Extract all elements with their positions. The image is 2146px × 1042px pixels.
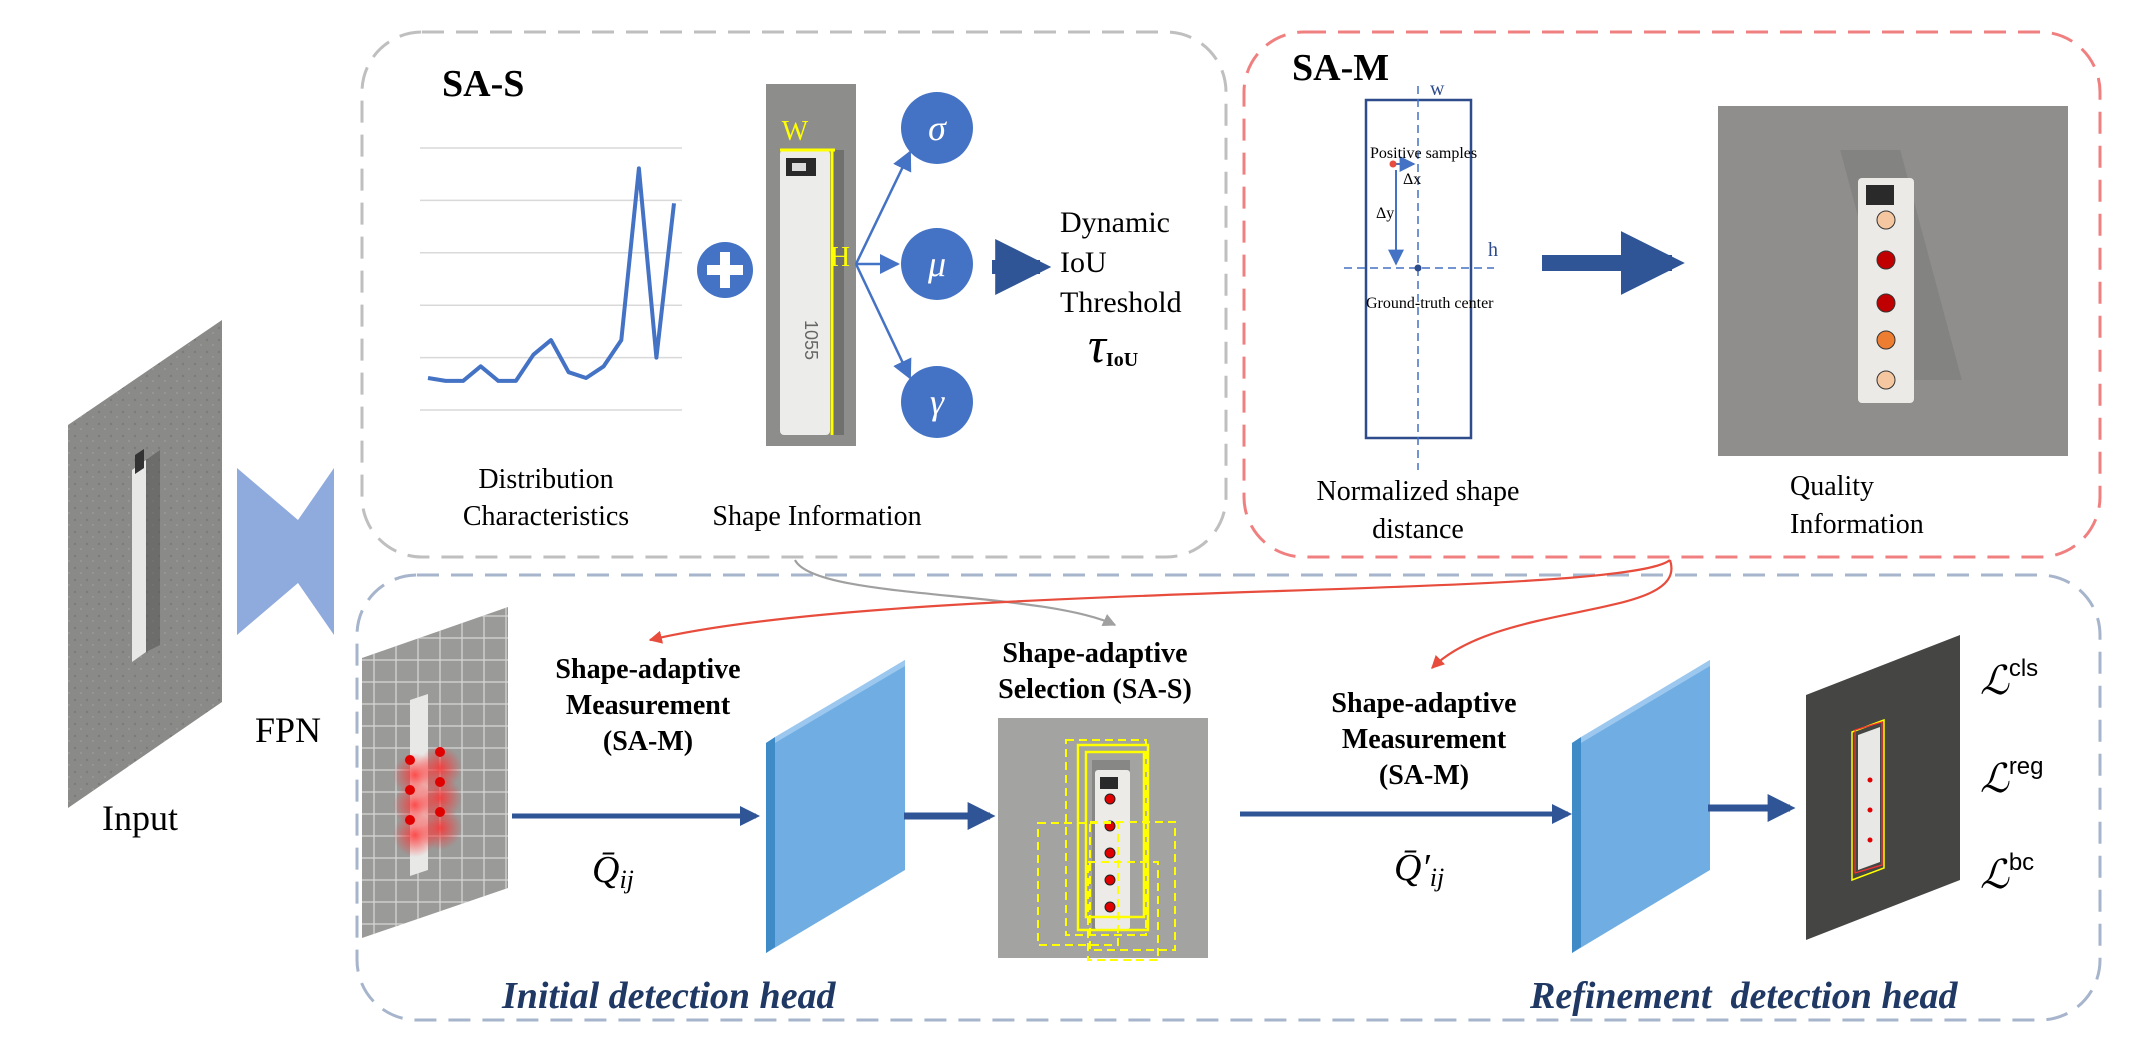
sas-label-line2: Selection (SA-S) bbox=[998, 674, 1192, 705]
initial-feature-map bbox=[766, 660, 905, 953]
loss-reg-main: ℒ bbox=[1980, 756, 2010, 801]
refine-head-label: Refinement detection head bbox=[1529, 975, 1958, 1017]
loss-bc: ℒbc bbox=[1980, 849, 2034, 897]
branch-arrow-sigma bbox=[854, 150, 912, 265]
quality-image bbox=[1718, 106, 2068, 456]
sas-output-line2: IoU bbox=[1060, 246, 1107, 279]
tau-symbol: τ bbox=[1088, 317, 1108, 373]
red-curve-arrow-1 bbox=[648, 559, 1671, 644]
shape-h-label: H bbox=[830, 242, 850, 273]
sam-label-1-line3: (SA-M) bbox=[603, 726, 693, 757]
loss-bc-main: ℒ bbox=[1980, 852, 2010, 897]
loss-cls-main: ℒ bbox=[1980, 658, 2010, 703]
sas-output-line3: Threshold bbox=[1060, 286, 1182, 319]
normalized-box bbox=[1344, 86, 1494, 470]
sam-h-label: h bbox=[1488, 239, 1498, 261]
loss-cls-sup: cls bbox=[2009, 655, 2038, 682]
positive-samples-label: Positive samples bbox=[1370, 145, 1477, 162]
sas-output-line1: Dynamic bbox=[1060, 206, 1170, 239]
selection-image bbox=[998, 718, 1208, 961]
q-bar-prime-sub: ij bbox=[1430, 863, 1444, 892]
input-image bbox=[68, 320, 222, 808]
sas-label-line1: Shape-adaptive bbox=[1002, 638, 1187, 669]
chart-grid bbox=[420, 147, 682, 411]
loss-cls: ℒcls bbox=[1980, 655, 2038, 703]
fpn-label: FPN bbox=[255, 710, 321, 750]
dy-label: Δy bbox=[1376, 205, 1394, 222]
loss-reg-sup: reg bbox=[2009, 753, 2044, 780]
branch-arrow-gamma bbox=[854, 263, 912, 380]
sas-title: SA-S bbox=[442, 63, 524, 105]
q-bar-prime: Q̄′ij bbox=[1394, 847, 1444, 892]
mu-circle bbox=[901, 228, 973, 300]
shape-information-image: 1055 bbox=[766, 84, 856, 446]
input-label: Input bbox=[102, 798, 178, 838]
fpn-shape bbox=[237, 468, 334, 635]
gamma-symbol: γ bbox=[930, 382, 945, 422]
gt-center-label: Ground-truth center bbox=[1366, 295, 1494, 312]
norm-caption-line1: Normalized shape bbox=[1317, 476, 1520, 507]
tau-iou: τIoU bbox=[1088, 317, 1138, 373]
sigma-circle bbox=[901, 92, 973, 164]
shape-info-caption: Shape Information bbox=[712, 501, 921, 532]
q-bar-main: Q̄ bbox=[592, 849, 619, 891]
dist-caption-line2: Characteristics bbox=[463, 501, 629, 532]
sas-panel bbox=[360, 30, 1228, 559]
red-curve-arrow-2 bbox=[1431, 559, 1673, 669]
grid-image bbox=[362, 607, 508, 938]
sam-label-2-line3: (SA-M) bbox=[1379, 760, 1469, 791]
q-bar-prime-main: Q̄′ bbox=[1394, 847, 1430, 889]
gamma-circle bbox=[901, 366, 973, 438]
sam-w-label: w bbox=[1430, 78, 1445, 100]
q-bar-sub: ij bbox=[619, 865, 633, 894]
output-image bbox=[1806, 635, 1960, 940]
quality-caption-line2: Information bbox=[1790, 509, 1924, 540]
sam-label-2-line1: Shape-adaptive bbox=[1331, 688, 1516, 719]
sam-panel bbox=[1242, 30, 2102, 559]
dist-caption-line1: Distribution bbox=[478, 464, 613, 495]
plus-icon bbox=[697, 242, 753, 298]
dx-label: Δx bbox=[1403, 171, 1421, 188]
shape-w-label: W bbox=[782, 116, 809, 147]
loss-reg: ℒreg bbox=[1980, 753, 2044, 801]
sam-label-2-line2: Measurement bbox=[1342, 724, 1507, 755]
sigma-symbol: σ bbox=[928, 108, 947, 148]
initial-head-label: Initial detection head bbox=[501, 975, 837, 1017]
bottom-panel bbox=[355, 573, 2102, 1022]
q-bar: Q̄ij bbox=[592, 849, 634, 894]
mu-symbol: μ bbox=[927, 244, 946, 284]
distribution-chart bbox=[420, 147, 682, 411]
chart-series bbox=[427, 166, 676, 383]
quality-caption-line1: Quality bbox=[1790, 471, 1874, 502]
sam-label-1-line2: Measurement bbox=[566, 690, 731, 721]
svg-text:1055: 1055 bbox=[801, 320, 821, 360]
gray-curve-arrow bbox=[794, 559, 1117, 626]
chart-series-line bbox=[427, 166, 676, 383]
sam-title: SA-M bbox=[1292, 47, 1389, 89]
tau-subscript: IoU bbox=[1106, 349, 1138, 371]
loss-bc-sup: bc bbox=[2009, 849, 2034, 876]
norm-caption-line2: distance bbox=[1372, 514, 1464, 545]
sam-label-1-line1: Shape-adaptive bbox=[555, 654, 740, 685]
refinement-feature-map bbox=[1572, 660, 1710, 953]
